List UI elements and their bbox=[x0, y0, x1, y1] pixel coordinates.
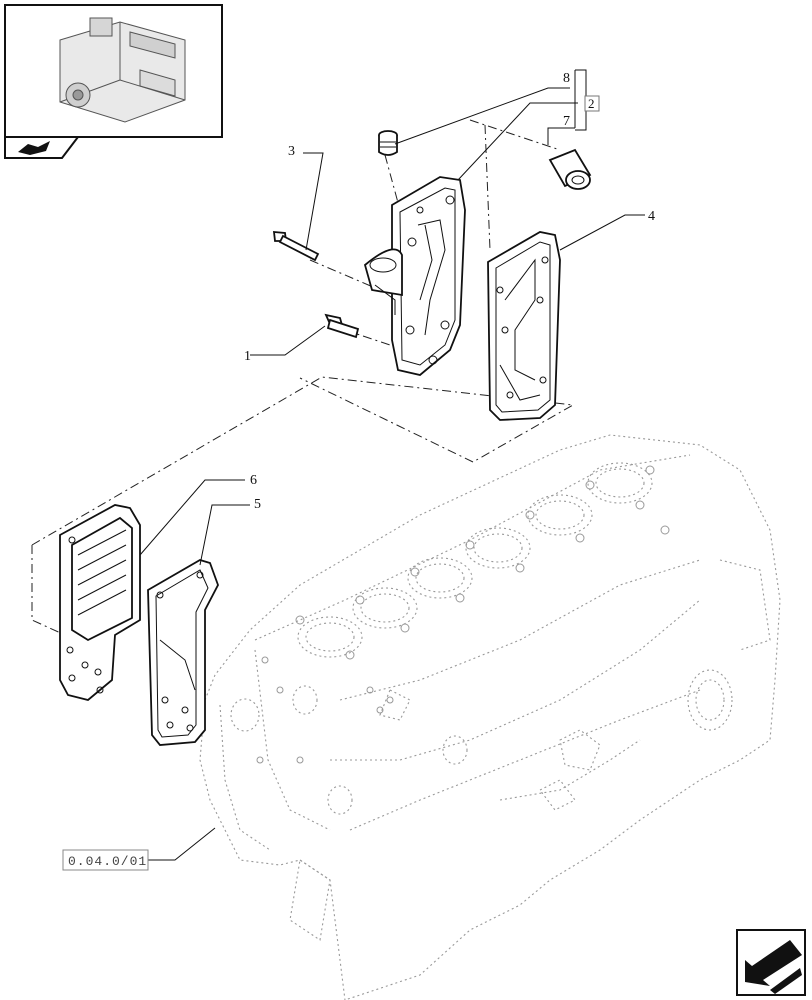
callout-1: 1 bbox=[244, 349, 251, 364]
part-1-bolt[interactable] bbox=[324, 313, 360, 339]
part-8-plug[interactable] bbox=[378, 130, 398, 156]
engine-thumbnail-icon[interactable] bbox=[4, 4, 223, 138]
callout-7: 7 bbox=[563, 114, 570, 129]
leader-lines bbox=[139, 69, 645, 861]
part-6-oil-cooler[interactable] bbox=[59, 504, 141, 701]
callout-4: 4 bbox=[648, 209, 655, 224]
book-icon[interactable] bbox=[4, 136, 81, 159]
part-7-sleeve[interactable] bbox=[548, 148, 592, 190]
part-4-gasket[interactable] bbox=[487, 231, 561, 421]
reference-label[interactable]: 0.04.0/01 bbox=[62, 849, 149, 871]
part-2-housing[interactable] bbox=[363, 176, 466, 376]
part-5-gasket[interactable] bbox=[147, 559, 219, 746]
next-page-arrow-icon[interactable] bbox=[736, 929, 806, 996]
callout-2-box bbox=[584, 95, 600, 112]
callout-2: 2 bbox=[588, 96, 595, 111]
engine-block bbox=[199, 434, 781, 1000]
callout-6: 6 bbox=[250, 473, 257, 488]
reference-label-text: 0.04.0/01 bbox=[68, 854, 147, 869]
callout-5: 5 bbox=[254, 497, 261, 512]
callout-3: 3 bbox=[288, 144, 295, 159]
part-3-bolt[interactable] bbox=[272, 231, 320, 262]
callout-8: 8 bbox=[563, 71, 570, 86]
